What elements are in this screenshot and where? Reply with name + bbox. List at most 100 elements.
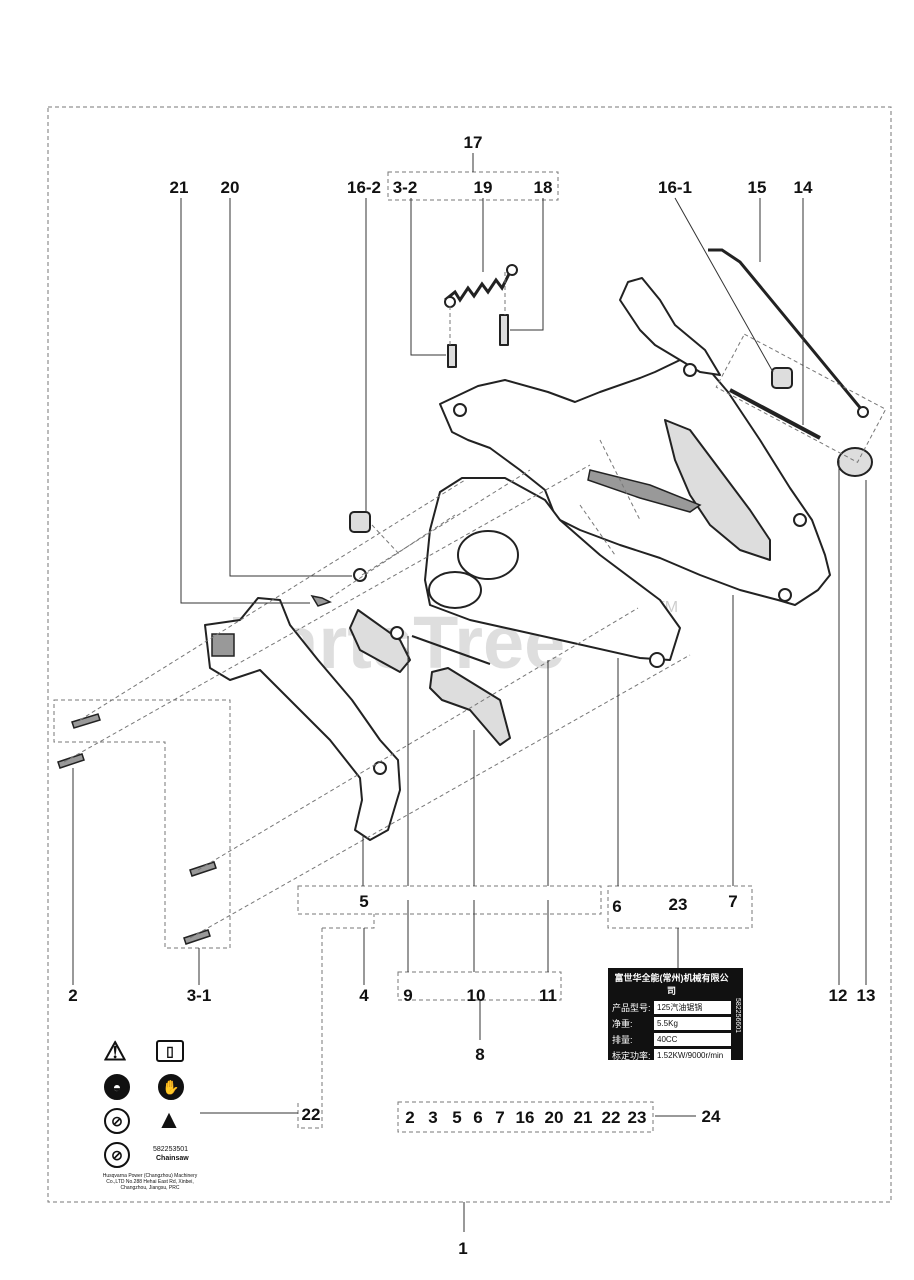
group-frame-22 [297,914,375,1129]
label-plate-key: 排量: [612,1034,633,1045]
callout-1: 1 [458,1239,467,1258]
callout-4: 4 [359,986,369,1005]
kit-item: 5 [452,1108,461,1127]
cable-end [857,406,869,418]
group-frame-5-6 [297,885,602,915]
callout-19: 19 [474,178,493,197]
screw-part [189,861,217,877]
callout-10: 10 [467,986,486,1005]
callout-2: 2 [68,986,77,1005]
label-plate-title: 富世华全能(常州)机械有限公司 [614,973,729,996]
bushing-16-2-part [349,511,371,533]
callout-18: 18 [534,178,553,197]
callout-24: 24 [702,1107,721,1126]
screw-hole [649,652,665,668]
callout-7: 7 [728,892,737,911]
callout-11: 11 [539,986,557,1005]
warning-sticker: ⚠ ▯ ◓ ✋ ⊘ ▲ ⊘ 582253501 Chainsaw Husqvar… [98,1035,198,1191]
group-frame-8 [397,971,562,1001]
label-plate-key: 标定功率: [612,1050,651,1061]
callout-14: 14 [794,178,813,197]
label-plate-row: 排量: 40CC [612,1032,731,1046]
callout-8: 8 [475,1045,484,1064]
callout-23: 23 [669,895,688,914]
screw-hole [778,588,792,602]
label-plate-key: 净重: [612,1018,633,1029]
sticker-footer: Husqvarna Power (Changzhou) Machinery Co… [102,1173,198,1191]
kit-item: 22 [602,1108,621,1127]
glove-icon: ✋ [158,1074,184,1100]
screw-hole [453,403,467,417]
chain-guard-part [424,477,681,668]
callout-17: 17 [464,133,483,152]
handle-part [204,597,401,841]
kit-item: 3 [428,1108,437,1127]
label-plate-row: 净重: 5.5Kg [612,1016,731,1030]
callout-16-1: 16-1 [658,178,692,197]
washer-20-part [353,568,367,582]
callout-3-1: 3-1 [187,986,212,1005]
bushing-16-1-part [771,367,793,389]
sticker-name: Chainsaw [156,1155,189,1162]
screw-part [183,929,211,945]
bracket-part [349,609,411,673]
screw-hole [373,761,387,775]
kit-item: 7 [495,1108,504,1127]
pin-3-2-part [447,344,457,368]
rod-part [411,635,491,665]
label-plate-row: 标定功率: 1.52KW/9000r/min [612,1048,731,1062]
kit-item: 21 [574,1108,593,1127]
group-frame-23 [607,885,753,929]
no-smoking-icon: ⊘ [104,1142,130,1168]
callout-6: 6 [612,897,621,916]
chain-guard-opening [457,530,519,580]
label-plate-value: 5.5Kg [654,1016,731,1030]
clutch-cover-part [439,277,831,606]
screw-hole [683,363,697,377]
callout-15: 15 [748,178,767,197]
screw-21-part [310,594,332,607]
callout-5: 5 [359,892,368,911]
manual-book-icon: ▯ [156,1040,184,1062]
group-frame-24 [397,1101,654,1133]
label-plate-value: 125汽油锯锅 [654,1000,731,1014]
callout-21: 21 [170,178,189,197]
callout-9: 9 [403,986,412,1005]
product-label-plate: 富世华全能(常州)机械有限公司 产品型号: 125汽油锯锅 净重: 5.5Kg … [608,968,743,1062]
label-plate-key: 产品型号: [612,1002,651,1013]
label-plate-row: 产品型号: 125汽油锯锅 [612,1000,731,1014]
kit-item: 16 [516,1108,535,1127]
rod-part [729,388,821,440]
kit-item: 2 [405,1108,414,1127]
washer-part [390,626,404,640]
callout-3-2: 3-2 [393,178,418,197]
kit-item: 23 [628,1108,647,1127]
label-plate-value: 1.52KW/9000r/min [654,1048,731,1062]
kickback-icon: ▲ [156,1103,182,1134]
callout-22: 22 [302,1105,321,1124]
warning-triangle-icon: ⚠ [102,1035,128,1066]
handle-grip-pad [211,633,235,657]
helmet-icon: ◓ [104,1074,130,1100]
assembly-frame [47,106,892,1203]
pin-18-part [499,314,509,346]
callout-16-2: 16-2 [347,178,381,197]
group-frame-12-13 [715,333,887,463]
group-frame-3-1 [53,699,231,949]
kit-24-list: 2 3 5 6 7 16 20 21 22 23 [405,1108,646,1127]
screw-hole [793,513,807,527]
callout-12: 12 [829,986,848,1005]
callout-13: 13 [857,986,876,1005]
screw-part [71,713,101,729]
lever-part [429,667,511,746]
kit-item: 20 [545,1108,564,1127]
callout-20: 20 [221,178,240,197]
spring-hook [506,264,518,276]
no-one-hand-icon: ⊘ [104,1108,130,1134]
kit-item: 6 [473,1108,482,1127]
cable-part [708,248,864,411]
label-plate-part-number: 582256601 [734,998,741,1034]
spring-hook [444,296,456,308]
spring-part [444,271,512,303]
